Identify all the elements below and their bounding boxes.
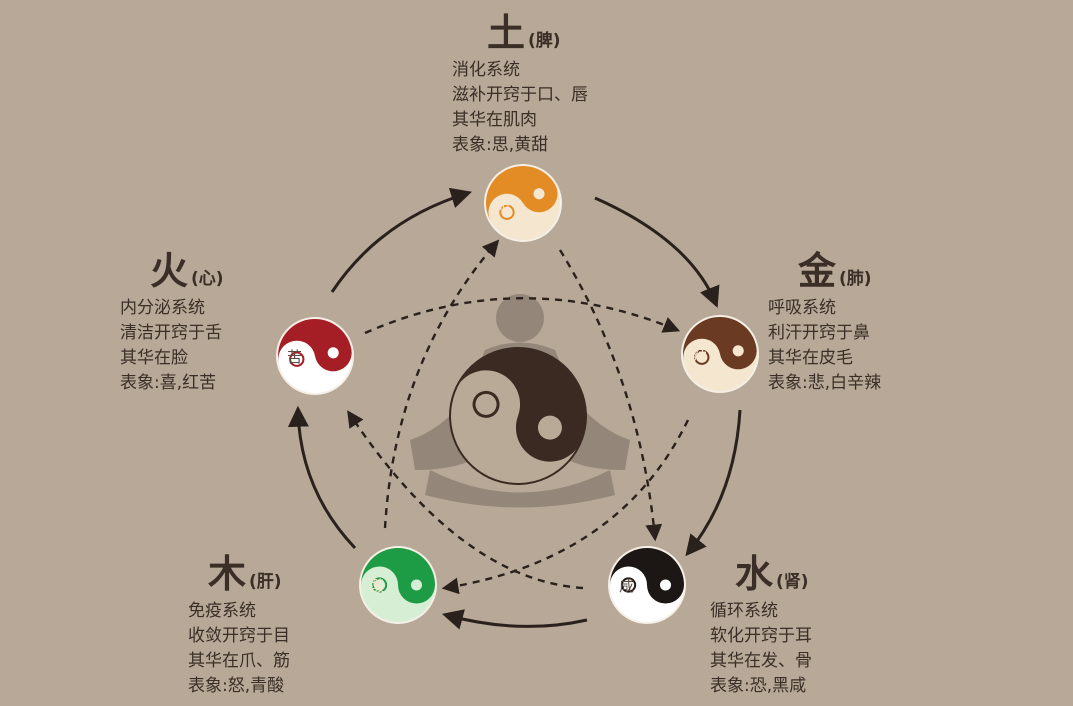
wood-element-char: 木 bbox=[208, 552, 248, 596]
earth-line-0: 消化系统 bbox=[452, 60, 520, 80]
metal-title: 金(肺) bbox=[798, 252, 881, 290]
metal-line-1: 利汗开窍于鼻 bbox=[768, 323, 870, 343]
wood-flavor-label: 酸 bbox=[370, 577, 385, 595]
fire-line-1: 清洁开窍于舌 bbox=[120, 323, 222, 343]
water-line-1: 软化开窍于耳 bbox=[710, 626, 812, 646]
wood-yin-yang-icon: 酸 bbox=[359, 546, 437, 624]
water-line-2: 其华在发、骨 bbox=[710, 651, 812, 671]
water-line-3: 表象:恐,黑咸 bbox=[710, 676, 807, 696]
metal-element-char: 金 bbox=[798, 249, 838, 293]
water-line-0: 循环系统 bbox=[710, 601, 778, 621]
earth-element-char: 土 bbox=[487, 11, 527, 55]
fire-info-block: 火(心) 内分泌系统清洁开窍于舌其华在脸表象:喜,红苦 bbox=[120, 252, 224, 396]
metal-flavor-label: 辣 bbox=[692, 346, 707, 364]
metal-info-block: 金(肺)呼吸系统利汗开窍于鼻其华在皮毛表象:悲,白辛辣 bbox=[768, 252, 881, 396]
water-yin-yang-icon: 咸 bbox=[608, 546, 686, 624]
wood-info-block: 木(肝) 免疫系统收敛开窍于目其华在爪、筋表象:怒,青酸 bbox=[188, 555, 290, 699]
water-element-char: 水 bbox=[735, 552, 775, 596]
fire-flavor-label: 苦 bbox=[287, 348, 302, 366]
fire-line-2: 其华在脸 bbox=[120, 348, 188, 368]
metal-line-0: 呼吸系统 bbox=[768, 298, 836, 318]
generating-cycle-arrows bbox=[287, 187, 742, 630]
earth-info-block: 土(脾) 消化系统滋补开窍于口、唇其华在肌肉表象:思,黄甜 bbox=[452, 14, 588, 158]
fire-line-3: 表象:喜,红苦 bbox=[120, 373, 217, 393]
restraining-cycle-arrows bbox=[347, 239, 690, 595]
water-organ: (肾) bbox=[776, 572, 809, 592]
earth-yin-yang-icon: 甜 bbox=[484, 164, 562, 242]
water-flavor-label: 咸 bbox=[619, 577, 634, 595]
wood-line-3: 表象:怒,青酸 bbox=[188, 676, 285, 696]
earth-title: 土(脾) bbox=[487, 14, 588, 52]
earth-flavor-label: 甜 bbox=[495, 195, 510, 213]
wood-line-2: 其华在爪、筋 bbox=[188, 651, 290, 671]
metal-line-2: 其华在皮毛 bbox=[768, 348, 853, 368]
fire-organ: (心) bbox=[191, 269, 224, 289]
earth-line-1: 滋补开窍于口、唇 bbox=[452, 85, 588, 105]
metal-organ: (肺) bbox=[839, 269, 872, 289]
fire-line-0: 内分泌系统 bbox=[120, 298, 205, 318]
earth-organ: (脾) bbox=[528, 31, 561, 51]
water-title: 水(肾) bbox=[735, 555, 812, 593]
wood-title: 木(肝) bbox=[208, 555, 290, 593]
earth-line-3: 表象:思,黄甜 bbox=[452, 135, 549, 155]
fire-yin-yang-icon: 苦 bbox=[276, 317, 354, 395]
fire-title: 火(心) bbox=[150, 252, 224, 290]
element-symbols: 甜辣咸 酸 苦 bbox=[276, 164, 759, 624]
water-info-block: 水(肾) 循环系统软化开窍于耳其华在发、骨表象:恐,黑咸 bbox=[710, 555, 812, 699]
fire-element-char: 火 bbox=[150, 249, 190, 293]
center-yin-yang bbox=[449, 347, 587, 485]
wood-line-0: 免疫系统 bbox=[188, 601, 256, 621]
metal-line-3: 表象:悲,白辛辣 bbox=[768, 373, 882, 393]
earth-line-2: 其华在肌肉 bbox=[452, 110, 537, 130]
wood-organ: (肝) bbox=[249, 572, 282, 592]
wood-line-1: 收敛开窍于目 bbox=[188, 626, 290, 646]
metal-yin-yang-icon: 辣 bbox=[681, 315, 759, 393]
